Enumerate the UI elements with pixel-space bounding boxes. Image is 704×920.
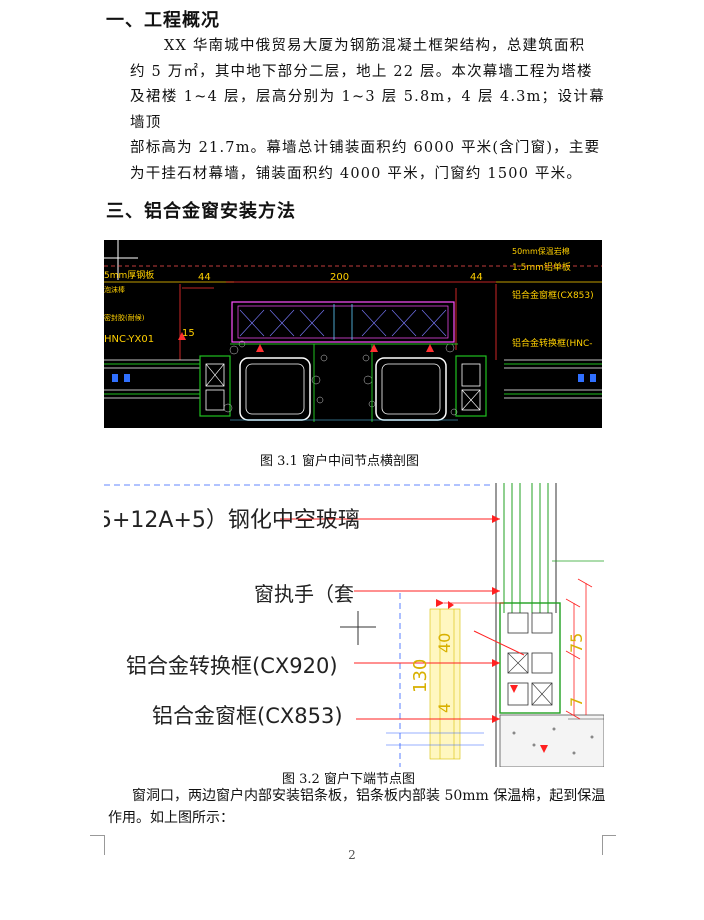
section-heading-overview: 一、工程概况	[106, 10, 220, 31]
overview-line: 及裙楼 1~4 层，层高分别为 1~3 层 5.8m，4 层 4.3m；设计幕墙…	[130, 89, 605, 131]
fig2-label-handle: 窗执手（套	[254, 582, 354, 606]
figure1-caption: 图 3.1 窗户中间节点横剖图	[260, 454, 419, 469]
cad-drawing-2: 5+12A+5）钢化中空玻璃 窗执手（套 铝合金转换框(CX920) 铝合金窗框…	[104, 483, 604, 767]
install-line: 作用。如上图所示：	[108, 810, 234, 826]
fig2-dim-130: 130	[410, 659, 431, 693]
fig1-dim-44-left: 44	[198, 272, 211, 283]
fig1-label-right-3: 铝合金窗框(CX853)	[512, 289, 594, 301]
fig2-dim-4: 4	[435, 703, 454, 713]
section-heading-install: 三、铝合金窗安装方法	[106, 201, 296, 222]
page-corner-mark	[104, 835, 105, 855]
overview-line: XX 华南城中俄贸易大厦为钢筋混凝土框架结构，总建筑面积	[164, 38, 586, 54]
fig1-label-top-left2: 泡沫棒	[104, 285, 125, 294]
fig2-label-conv-frame: 铝合金转换框(CX920)	[126, 654, 338, 678]
overview-line: 为干挂石材幕墙，铺装面积约 4000 平米，门窗约 1500 平米。	[130, 165, 583, 182]
fig1-label-right-top: 50mm保温岩棉	[512, 246, 570, 256]
fig1-label-right-4: 铝合金转换框(HNC-	[512, 337, 593, 349]
figure-window-middle-section: 5mm厚钢板 泡沫棒 密封胶(耐候) HNC-YX01 44 200 44 15…	[104, 240, 602, 428]
page-corner-mark	[90, 835, 104, 836]
overview-line: 部标高为 21.7m。幕墙总计铺装面积约 6000 平米(含门窗)，主要	[130, 140, 601, 156]
install-line: 窗洞口，两边窗户内部安装铝条板，铝条板内部装 50mm 保温棉，起到保温	[132, 788, 606, 804]
cad-drawing-1: 5mm厚钢板 泡沫棒 密封胶(耐候) HNC-YX01 44 200 44 15…	[104, 240, 602, 422]
fig1-label-right-2: 1.5mm铝单板	[512, 261, 571, 273]
fig1-label-left-code: HNC-YX01	[104, 334, 154, 345]
fig1-label-top-left: 5mm厚钢板	[104, 269, 154, 281]
install-paragraph: 窗洞口，两边窗户内部安装铝条板，铝条板内部装 50mm 保温棉，起到保温 作用。…	[108, 785, 608, 829]
fig1-dim-15: 15	[182, 328, 195, 339]
figure2-caption: 图 3.2 窗户下端节点图	[282, 772, 415, 787]
page-number: 2	[348, 848, 356, 862]
fig2-dim-7: 7	[567, 697, 586, 707]
overview-line: 约 5 万㎡，其中地下部分二层，地上 22 层。本次幕墙工程为塔楼	[130, 63, 593, 80]
figure-window-bottom-node: 5+12A+5）钢化中空玻璃 窗执手（套 铝合金转换框(CX920) 铝合金窗框…	[104, 483, 604, 767]
fig1-dim-200: 200	[330, 272, 349, 283]
fig2-dim-75: 75	[567, 633, 586, 653]
fig2-label-win-frame: 铝合金窗框(CX853)	[152, 704, 343, 728]
page-corner-mark	[602, 835, 616, 836]
overview-paragraph: XX 华南城中俄贸易大厦为钢筋混凝土框架结构，总建筑面积 约 5 万㎡，其中地下…	[130, 34, 605, 187]
fig2-label-glass: 5+12A+5）钢化中空玻璃	[104, 508, 360, 533]
fig2-dim-40: 40	[435, 633, 454, 653]
fig1-label-left-mid: 密封胶(耐候)	[104, 313, 145, 322]
page-corner-mark	[602, 835, 603, 855]
fig1-dim-44-right: 44	[470, 272, 483, 283]
